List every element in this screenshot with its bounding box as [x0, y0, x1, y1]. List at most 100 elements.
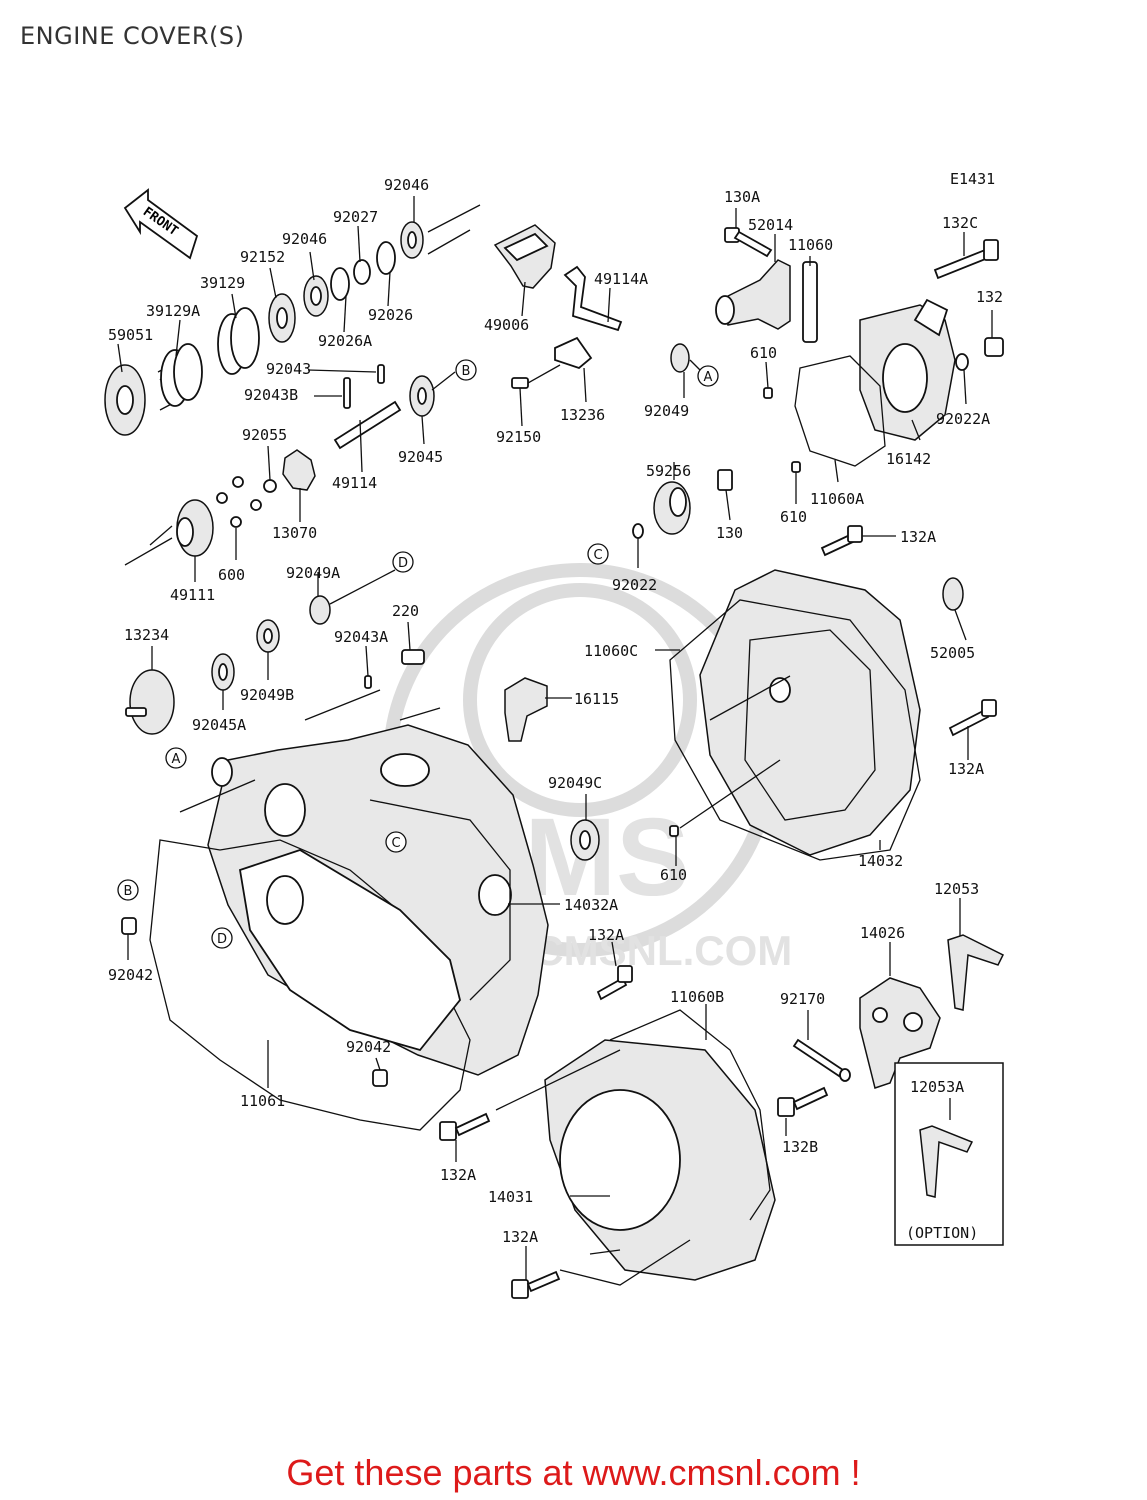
dowel-610b-icon [791, 461, 801, 473]
callout-b-top-label: B [462, 364, 471, 379]
part-label: 92022A [936, 410, 990, 428]
callout-b-top: B [455, 359, 477, 381]
part-label: 92046 [282, 230, 327, 248]
part-label: 11060 [788, 236, 833, 254]
seal-92049B-icon [256, 619, 280, 653]
pump-cover-16142-icon [859, 298, 956, 441]
part-label: 92026 [368, 306, 413, 324]
part-label: 132C [942, 214, 978, 232]
part-label: 11060A [810, 490, 864, 508]
bearing-92046-icon [303, 275, 329, 317]
part-label: 92027 [333, 208, 378, 226]
part-label: 14032A [564, 896, 618, 914]
part-label: 92049 [644, 402, 689, 420]
spring-92170-icon [792, 1038, 851, 1082]
bolt-130A-icon [724, 227, 773, 258]
part-label: 132A [900, 528, 936, 546]
callout-d-top: D [392, 551, 414, 573]
bracket-14026-icon [859, 977, 941, 1089]
bearing-92045A-icon [211, 653, 235, 691]
part-label: 16142 [886, 450, 931, 468]
callout-c-mid: C [385, 831, 407, 853]
part-label: 16115 [574, 690, 619, 708]
callout-d-left-label: D [217, 932, 227, 947]
bolt-130-icon [717, 469, 733, 491]
part-label: 14032 [858, 852, 903, 870]
seal-92049-icon [670, 343, 701, 373]
part-label: 610 [780, 508, 807, 526]
part-label: 49006 [484, 316, 529, 334]
bracket-12053A-icon [919, 1125, 974, 1198]
part-label: 92152 [240, 248, 285, 266]
footer-link[interactable]: Get these parts at www.cmsnl.com ! [286, 1452, 861, 1493]
callout-b-left: B [117, 879, 139, 901]
part-label: 132A [948, 760, 984, 778]
part-label: 130A [724, 188, 760, 206]
part-label: 92150 [496, 428, 541, 446]
part-label: 132 [976, 288, 1003, 306]
diagram-code: E1431 [950, 170, 995, 188]
part-label: 92049A [286, 564, 340, 582]
callout-a-top-label: A [704, 370, 713, 385]
callout-d-top-label: D [398, 556, 408, 571]
part-label: 14031 [488, 1188, 533, 1206]
part-label: 11061 [240, 1092, 285, 1110]
part-label: 132A [588, 926, 624, 944]
page-title: ENGINE COVER(S) [20, 22, 245, 50]
washer-92022-icon [632, 523, 644, 539]
part-label: 11060C [584, 642, 638, 660]
option-label: (OPTION) [906, 1224, 978, 1242]
callout-c-top: C [587, 543, 609, 565]
bearing-92046-top-icon [400, 221, 424, 259]
part-label: 12053A [910, 1078, 964, 1096]
part-label: 92043B [244, 386, 298, 404]
part-label: 92043A [334, 628, 388, 646]
part-label: 92170 [780, 990, 825, 1008]
part-label: 92049C [548, 774, 602, 792]
bolt-92150-icon [511, 364, 561, 389]
callout-b-left-label: B [124, 884, 133, 899]
callout-a-left: A [165, 747, 187, 769]
callout-a-top: A [697, 365, 719, 387]
shaft-49114-icon [333, 400, 402, 450]
part-label: 92045A [192, 716, 246, 734]
gear-13234-icon [125, 669, 175, 735]
part-label: 92055 [242, 426, 287, 444]
bolt-132A-right-icon [948, 699, 997, 737]
dowel-610c-icon [669, 825, 679, 837]
washer-92027-icon [353, 259, 371, 285]
inner-plate-icon [238, 849, 461, 1052]
part-label: 49111 [170, 586, 215, 604]
seal-92049A-icon [309, 569, 396, 625]
part-label: 59051 [108, 326, 153, 344]
part-label: 92026A [318, 332, 372, 350]
dowel-92042-icon [121, 917, 137, 935]
bracket-13236-icon [554, 336, 593, 370]
lever-49114A-icon [563, 265, 623, 332]
gasket-11060A-icon [794, 355, 886, 467]
part-label: 132A [502, 1228, 538, 1246]
pump-49006-icon [493, 224, 556, 289]
part-label: 92022 [612, 576, 657, 594]
seal-52005-icon [942, 577, 964, 611]
balls-600-icon [216, 476, 262, 528]
ring-92055-icon [263, 479, 277, 493]
part-label: 13234 [124, 626, 169, 644]
pin-92043-icon [377, 364, 385, 384]
bolt-132B-icon [777, 1086, 829, 1117]
engine-cover-diagram: CMS WWW.CMSNL.COM E1431 FRONT [104, 170, 1005, 1299]
callout-a-left-label: A [172, 752, 181, 767]
gear-59051-icon [104, 364, 146, 436]
part-labels: 92046 92027 92046 92152 39129 39129A 590… [108, 176, 1003, 1246]
part-label: 92042 [108, 966, 153, 984]
bolt-132C-icon [933, 239, 999, 280]
part-label: 59256 [646, 462, 691, 480]
dowel-610-icon [763, 387, 773, 399]
front-arrow-icon: FRONT [123, 188, 199, 260]
pin-92043B-icon [343, 377, 351, 409]
bolt-220-icon [401, 649, 425, 665]
part-label: 13236 [560, 406, 605, 424]
bolt-132A-icon [820, 525, 863, 557]
part-label: 610 [750, 344, 777, 362]
part-label: 49114 [332, 474, 377, 492]
